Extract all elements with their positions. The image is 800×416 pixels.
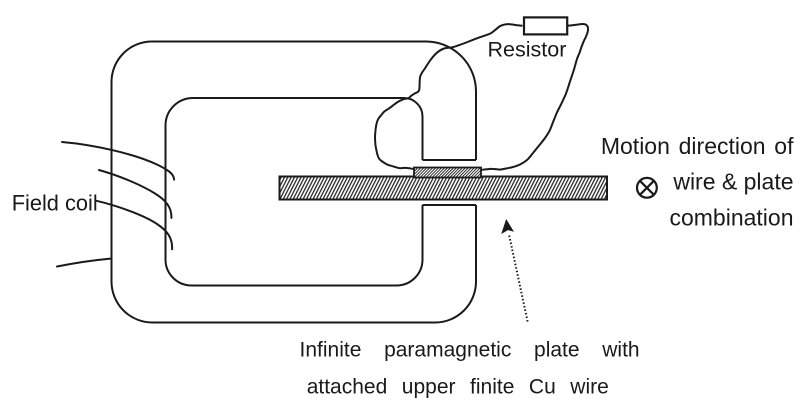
svg-text:Motion direction of: Motion direction of bbox=[601, 133, 794, 159]
svg-text:wire & plate: wire & plate bbox=[672, 168, 793, 194]
svg-text:Infinite paramagnetic plate wi: Infinite paramagnetic plate with bbox=[300, 339, 640, 362]
svg-text:attached upper finite Cu wire: attached upper finite Cu wire bbox=[307, 376, 609, 399]
svg-text:Resistor: Resistor bbox=[488, 37, 567, 61]
svg-text:combination: combination bbox=[669, 204, 793, 230]
svg-text:Field coil: Field coil bbox=[12, 191, 98, 216]
